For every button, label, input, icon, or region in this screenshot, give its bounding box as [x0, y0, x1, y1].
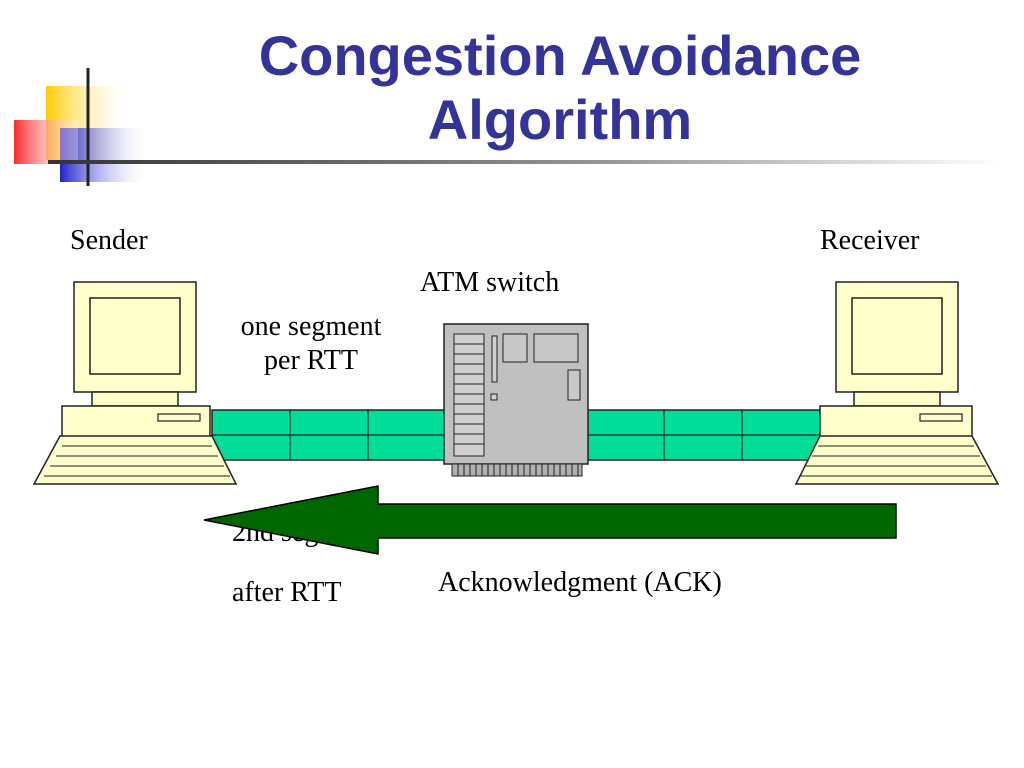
segment-rate-label: one segment per RTT	[226, 310, 396, 378]
slide-title: Congestion Avoidance Algorithm	[180, 24, 940, 152]
sender-computer-icon	[32, 281, 238, 485]
segment-rate-line-1: one segment	[240, 311, 382, 342]
sender-label: Sender	[70, 225, 148, 256]
after-rtt-label: after RTT	[232, 577, 342, 608]
atm-switch-icon	[443, 323, 589, 477]
link-right	[585, 409, 821, 461]
link-left	[211, 409, 447, 461]
segment-rate-line-2: per RTT	[264, 345, 358, 376]
receiver-label: Receiver	[820, 225, 920, 256]
second-segment-label: 2nd segment	[232, 517, 375, 548]
title-line-1: Congestion Avoidance	[258, 24, 862, 87]
atm-switch-label: ATM switch	[420, 267, 560, 298]
ack-label: Acknowledgment (ACK)	[438, 567, 722, 598]
title-rule	[48, 160, 1000, 164]
title-line-2: Algorithm	[427, 88, 693, 151]
deco-square-red	[14, 120, 78, 164]
title-decoration	[14, 68, 1000, 186]
receiver-computer-icon	[794, 281, 1000, 485]
